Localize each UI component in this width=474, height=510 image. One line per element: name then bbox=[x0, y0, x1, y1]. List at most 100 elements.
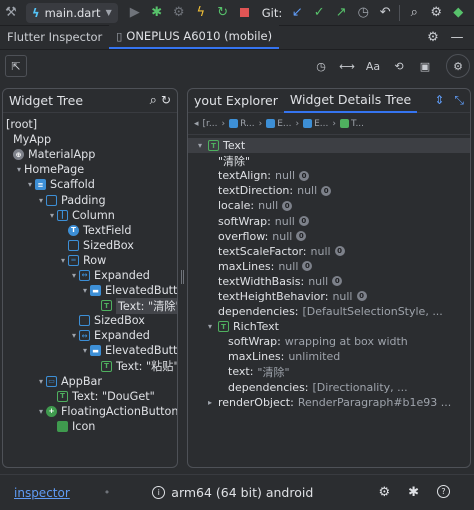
chevron-down-icon[interactable]: ▾ bbox=[49, 210, 54, 220]
details-row[interactable]: "清除" bbox=[188, 153, 470, 168]
debug-paint-icon[interactable]: ⟷ bbox=[339, 59, 355, 73]
chevron-down-icon[interactable]: ▾ bbox=[71, 270, 76, 280]
invert-images-icon[interactable]: ▣ bbox=[419, 59, 431, 73]
breadcrumb-item[interactable]: E... bbox=[303, 119, 328, 129]
breadcrumb-item[interactable]: E... bbox=[266, 119, 292, 129]
tab-widget-details-tree[interactable]: Widget Details Tree bbox=[283, 89, 418, 113]
default-value-badge: 0 bbox=[321, 185, 332, 196]
git-commit-icon[interactable]: ✓ bbox=[313, 5, 325, 20]
scroll-left-icon[interactable]: ◂ bbox=[194, 118, 199, 129]
chevron-down-icon[interactable]: ▾ bbox=[38, 195, 43, 205]
details-row[interactable]: softWrap:wrapping at box width bbox=[188, 334, 470, 349]
slow-animations-icon[interactable]: ◷ bbox=[316, 59, 326, 73]
tab-layout-explorer[interactable]: yout Explorer bbox=[188, 89, 284, 113]
panel-splitter[interactable] bbox=[180, 270, 185, 284]
expand-vertical-icon[interactable]: ⇕ bbox=[434, 93, 445, 107]
widget-icon bbox=[340, 119, 350, 128]
chevron-down-icon[interactable]: ▾ bbox=[82, 346, 87, 356]
details-row[interactable]: text:"清除" bbox=[188, 364, 470, 379]
chevron-down-icon[interactable]: ▾ bbox=[27, 180, 32, 190]
tree-node[interactable]: ▾═Row bbox=[3, 253, 177, 268]
tree-node[interactable]: MyApp bbox=[3, 132, 177, 147]
tree-node[interactable]: ▾Padding bbox=[3, 192, 177, 207]
select-widget-mode-button[interactable]: ⇱ bbox=[5, 55, 27, 77]
refresh-icon[interactable]: ↻ bbox=[160, 93, 171, 107]
search-icon[interactable]: ⌕ bbox=[149, 93, 157, 108]
tree-node[interactable]: SizedBox bbox=[3, 313, 177, 328]
details-row[interactable]: dependencies:[Directionality, ... bbox=[188, 380, 470, 395]
undo-icon[interactable]: ↶ bbox=[379, 5, 391, 20]
details-row[interactable]: dependencies:[DefaultSelectionStyle, ... bbox=[188, 304, 470, 319]
debug-icon[interactable]: ✱ bbox=[151, 5, 163, 20]
run-icon[interactable]: ▶ bbox=[129, 5, 140, 20]
git-push-icon[interactable]: ↗ bbox=[335, 5, 347, 20]
chevron-down-icon[interactable]: ▾ bbox=[82, 286, 87, 296]
inspector-settings-icon[interactable]: ⚙ bbox=[446, 54, 470, 78]
chevron-right-icon[interactable]: ▸ bbox=[208, 397, 213, 407]
breadcrumb-item[interactable]: [r... bbox=[203, 119, 218, 129]
run-config-selector[interactable]: ϟ main.dart ▼ bbox=[26, 2, 118, 23]
git-history-icon[interactable]: ◷ bbox=[357, 5, 369, 20]
collapse-icon[interactable]: ⤡ bbox=[454, 93, 464, 107]
details-row[interactable]: maxLines:unlimited bbox=[188, 349, 470, 364]
search-icon[interactable]: ⌕ bbox=[410, 5, 418, 20]
inspector-link[interactable]: inspector bbox=[14, 485, 70, 500]
hammer-icon[interactable]: ⚒ bbox=[5, 5, 17, 20]
settings-icon[interactable]: ⚙ bbox=[430, 5, 443, 20]
tree-node[interactable]: ▾+FloatingActionButton bbox=[3, 404, 177, 419]
tree-node[interactable]: ▾▬ElevatedButt... bbox=[3, 283, 177, 298]
paint-baselines-icon[interactable]: Aa bbox=[365, 59, 381, 73]
bug-icon[interactable]: ✱ bbox=[408, 485, 419, 500]
minimize-icon[interactable]: — bbox=[450, 29, 464, 45]
chevron-down-icon[interactable]: ▾ bbox=[198, 141, 203, 151]
stop-icon[interactable] bbox=[234, 2, 256, 24]
repaint-rainbow-icon[interactable]: ⟲ bbox=[394, 59, 404, 73]
tree-node[interactable]: ▾↔Expanded bbox=[3, 328, 177, 343]
hot-reload-icon[interactable]: ϟ bbox=[196, 5, 206, 20]
tree-node[interactable]: ▾┃Column bbox=[3, 208, 177, 223]
tree-node[interactable]: ▾▭AppBar bbox=[3, 374, 177, 389]
tree-node[interactable]: SizedBox bbox=[3, 238, 177, 253]
chevron-down-icon[interactable]: ▾ bbox=[60, 255, 65, 265]
tab-device[interactable]: ▯ ONEPLUS A6010 (mobile) bbox=[109, 25, 280, 49]
chevron-down-icon[interactable]: ▾ bbox=[38, 406, 43, 416]
tree-node[interactable]: ▾▬ElevatedButt... bbox=[3, 343, 177, 358]
chevron-down-icon[interactable]: ▾ bbox=[71, 331, 76, 341]
breadcrumb-item[interactable]: T... bbox=[340, 119, 364, 129]
plugins-icon[interactable]: ◆ bbox=[453, 5, 464, 20]
chevron-down-icon[interactable]: ▾ bbox=[38, 376, 43, 386]
tree-node[interactable]: Icon bbox=[3, 419, 177, 434]
breadcrumb-item[interactable]: R... bbox=[229, 119, 255, 129]
chevron-down-icon[interactable]: ▾ bbox=[16, 165, 21, 175]
tree-node[interactable]: ⊕MaterialApp bbox=[3, 147, 177, 162]
column-icon: ┃ bbox=[57, 209, 68, 221]
tree-node[interactable]: ▾↔Expanded bbox=[3, 268, 177, 283]
tree-node[interactable]: ▾≡Scaffold bbox=[3, 177, 177, 192]
help-icon[interactable]: ? bbox=[437, 485, 450, 498]
details-row[interactable]: ▸renderObject:RenderParagraph#b1e93 ... bbox=[188, 395, 470, 410]
tab-flutter-inspector[interactable]: Flutter Inspector bbox=[0, 25, 109, 49]
tree-node[interactable]: ▾HomePage bbox=[3, 162, 177, 177]
attach-debugger-icon[interactable]: ⚙ bbox=[172, 5, 185, 20]
gear-icon[interactable]: ⚙ bbox=[427, 29, 439, 45]
settings-icon[interactable]: ⚙ bbox=[378, 485, 391, 500]
git-update-icon[interactable]: ↙ bbox=[291, 5, 303, 20]
hot-restart-icon[interactable]: ↻ bbox=[217, 5, 229, 20]
tree-root[interactable]: [root] bbox=[3, 117, 177, 132]
chevron-down-icon[interactable]: ▾ bbox=[208, 322, 213, 332]
